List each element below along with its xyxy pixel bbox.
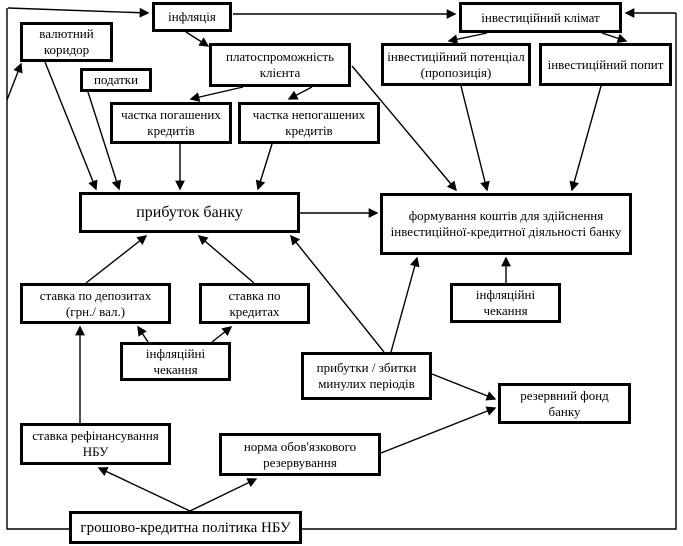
node-inflation-expectations-right: інфляційні чекання xyxy=(450,283,561,323)
edge-unpaid_credits_share-to-bank_profit xyxy=(255,143,273,191)
edge-past_profits_losses-to-funds_formation xyxy=(390,256,420,353)
node-invest-demand: інвестиційний попит xyxy=(539,43,672,86)
node-currency-corridor: валютний коридор xyxy=(20,22,113,62)
edge-client_solvency-to-unpaid_credits_share xyxy=(287,86,313,100)
node-monetary-policy: грошово-кредитна політика НБУ xyxy=(69,511,302,544)
node-deposit-rate: ставка по депозитах (грн./ вал.) xyxy=(20,283,171,324)
edge-inflation_expect_left-to-deposit_rate xyxy=(137,325,149,343)
edge-page_border-to-inflation xyxy=(7,7,150,18)
edge-taxes-to-bank_profit xyxy=(87,91,122,191)
edge-currency_corridor-to-bank_profit xyxy=(44,61,98,191)
node-inflation: інфляція xyxy=(152,2,232,32)
edge-inflation_expect_left-to-credit_rate xyxy=(211,326,233,343)
node-taxes: податки xyxy=(80,68,152,92)
node-reserve-norm: норма обов'язкового резервування xyxy=(219,433,381,476)
edge-past_profits_losses-to-bank_profit xyxy=(290,234,385,353)
node-past-profits-losses: прибутки / збитки минулих періодів xyxy=(301,352,432,400)
node-bank-profit: прибуток банку xyxy=(79,192,300,233)
edge-client_solvency-to-funds_formation xyxy=(351,65,457,192)
node-funds-formation: формування коштів для здійснення інвести… xyxy=(380,193,632,255)
node-unpaid-credits-share: частка непогашених кредитів xyxy=(238,102,380,144)
node-refinancing-rate: ставка рефінансування НБУ xyxy=(20,423,171,465)
edge-lines-group xyxy=(6,7,676,512)
edge-inflation-to-client_solvency xyxy=(185,31,210,47)
edge-monetary_policy-to-reserve_norm xyxy=(189,478,258,512)
node-credit-rate: ставка по кредитах xyxy=(199,283,310,324)
node-invest-climate: інвестиційний клімат xyxy=(459,2,622,33)
node-invest-potential: інвестиційний потенціал (пропозиція) xyxy=(381,43,531,86)
edge-reserve_norm-to-reserve_fund xyxy=(380,406,497,454)
edge-invest_climate-to-invest_potential xyxy=(447,32,488,45)
node-client-solvency: платоспроможність клієнта xyxy=(209,43,351,87)
edge-monetary_policy-to-refinancing_rate xyxy=(97,467,191,512)
edge-credit_rate-to-bank_profit xyxy=(197,235,255,284)
edge-past_profits_losses-to-reserve_fund xyxy=(431,373,497,401)
node-inflation-expectations-left: інфляційні чекання xyxy=(120,342,231,381)
edge-page_border-to-currency_corridor xyxy=(6,62,23,101)
edge-invest_potential-to-funds_formation xyxy=(460,85,490,192)
edge-client_solvency-to-repaid_credits_share xyxy=(189,86,244,102)
node-reserve-fund: резервний фонд банку xyxy=(498,383,631,424)
edge-invest_demand-to-funds_formation xyxy=(569,85,602,192)
page-border xyxy=(6,8,677,530)
node-repaid-credits-share: частка погашених кредитів xyxy=(110,102,232,144)
edge-invest_climate-to-invest_demand xyxy=(601,32,628,44)
edge-deposit_rate-to-bank_profit xyxy=(85,235,148,284)
